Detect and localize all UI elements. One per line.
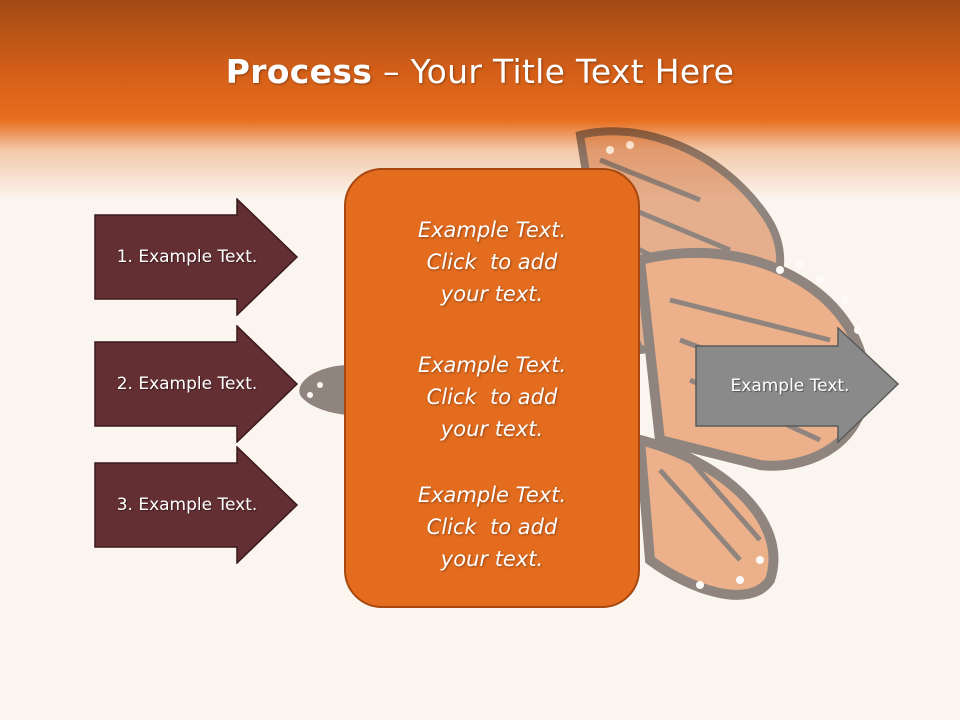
title-rest-part: – Your Title Text Here	[372, 52, 735, 91]
process-step-2-arrow[interactable]: 2. Example Text.	[94, 325, 299, 443]
right-arrow-shape-icon	[94, 325, 299, 443]
process-step-3-arrow[interactable]: 3. Example Text.	[94, 446, 299, 564]
center-text-line: Example Text.	[417, 353, 567, 377]
center-text-line: your text.	[440, 417, 544, 441]
center-text-line: your text.	[440, 282, 544, 306]
center-text-line: Example Text.	[417, 218, 567, 242]
center-text-block-1[interactable]: Example Text. Click to add your text.	[346, 214, 638, 310]
right-arrow-shape-icon	[94, 198, 299, 316]
process-result-label: Example Text.	[730, 376, 850, 396]
process-step-3-label: 3. Example Text.	[116, 495, 258, 515]
center-text-line: your text.	[440, 547, 544, 571]
right-arrow-shape-icon	[94, 446, 299, 564]
center-text-line: Click to add	[426, 385, 558, 409]
process-step-1-arrow[interactable]: 1. Example Text.	[94, 198, 299, 316]
title-bar	[0, 0, 960, 200]
process-step-2-label: 2. Example Text.	[116, 374, 258, 394]
center-text-line: Example Text.	[417, 483, 567, 507]
process-step-1-label: 1. Example Text.	[116, 247, 258, 267]
slide-title[interactable]: Process – Your Title Text Here	[0, 52, 960, 91]
center-text-block-3[interactable]: Example Text. Click to add your text.	[346, 479, 638, 575]
center-text-line: Click to add	[426, 515, 558, 539]
center-text-line: Click to add	[426, 250, 558, 274]
right-arrow-shape-icon	[695, 327, 900, 444]
center-process-box[interactable]: Example Text. Click to add your text. Ex…	[344, 168, 640, 608]
center-text-block-2[interactable]: Example Text. Click to add your text.	[346, 349, 638, 445]
process-result-arrow[interactable]: Example Text.	[695, 327, 900, 445]
title-bold-part: Process	[225, 52, 373, 91]
